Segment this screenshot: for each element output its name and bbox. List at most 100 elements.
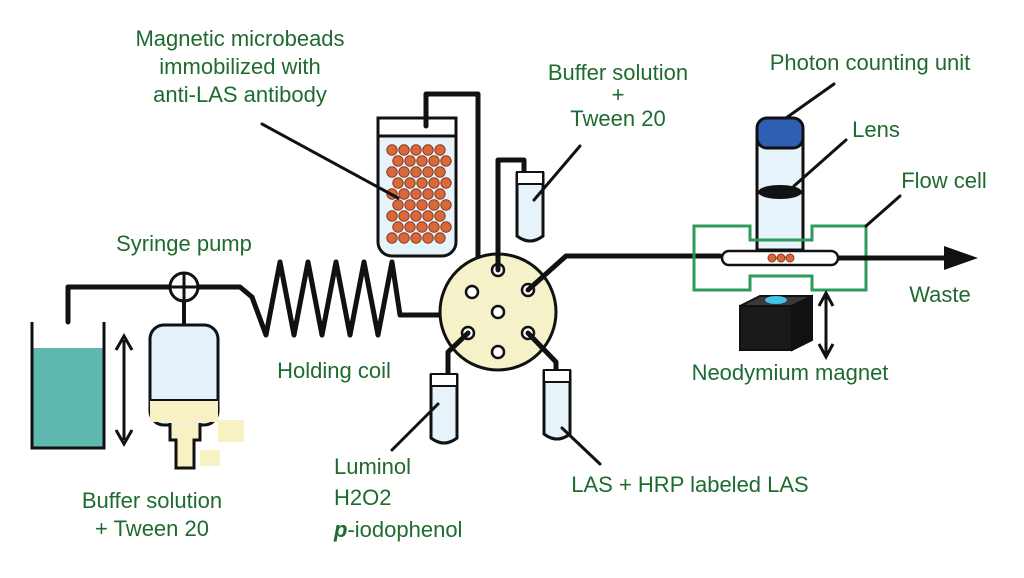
svg-text:Buffer solution: Buffer solution: [82, 488, 222, 513]
lens-label: Lens: [852, 117, 900, 142]
microbead: [440, 221, 452, 233]
holding-coil-label: Holding coil: [277, 358, 391, 383]
microbead: [440, 199, 452, 211]
pump-to-coil-tubing: [195, 284, 255, 300]
microbead: [422, 144, 434, 156]
buffer-bottom-label: Buffer solution + Tween 20: [82, 488, 222, 541]
microbead: [392, 221, 404, 233]
svg-text:Buffer solution: Buffer solution: [548, 60, 688, 85]
syringe-pump-valve: [168, 271, 200, 303]
lens-leader: [792, 138, 848, 188]
microbead: [428, 177, 440, 189]
microbead: [416, 177, 428, 189]
microbead: [422, 188, 434, 200]
svg-text:p-iodophenol: p-iodophenol: [333, 517, 462, 542]
svg-text:anti-LAS antibody: anti-LAS antibody: [153, 82, 327, 107]
microbead: [404, 155, 416, 167]
las-tube: [542, 369, 572, 441]
buffer-reservoir: [30, 322, 106, 450]
photon-leader: [784, 82, 836, 120]
svg-text:+: +: [612, 82, 625, 107]
lens: [758, 185, 802, 199]
magnetic-microbeads: [386, 144, 452, 244]
microbead: [392, 199, 404, 211]
svg-text:Luminol: Luminol: [334, 454, 411, 479]
microbead: [434, 144, 446, 156]
neodymium-magnet-label: Neodymium magnet: [692, 360, 889, 385]
reservoir-height-arrow: [114, 332, 134, 448]
valve-port-bottom: [490, 344, 506, 360]
microbead: [428, 155, 440, 167]
microbead: [434, 188, 446, 200]
microbead: [404, 177, 416, 189]
svg-text:immobilized with: immobilized with: [159, 54, 320, 79]
buffer-tube-top: [515, 171, 545, 243]
microbead: [392, 155, 404, 167]
microbead: [392, 177, 404, 189]
las-label: LAS + HRP labeled LAS: [571, 472, 808, 497]
waste-label: Waste: [909, 282, 971, 307]
microbead: [434, 166, 446, 178]
microbead: [410, 210, 422, 222]
luminol-leader: [390, 402, 440, 452]
valve-port-center: [490, 304, 506, 320]
neodymium-magnet: [739, 294, 813, 352]
flow-cell: [692, 224, 868, 292]
microbead: [386, 210, 398, 222]
microbead: [440, 177, 452, 189]
las-leader: [560, 426, 602, 466]
valve-to-flowcell-tubing: [525, 253, 723, 293]
microbead: [398, 188, 410, 200]
microbead: [398, 232, 410, 244]
photon-counting-unit: [755, 116, 805, 252]
svg-text:Tween 20: Tween 20: [570, 106, 665, 131]
syringe-pump-label: Syringe pump: [116, 231, 252, 256]
microbead: [428, 199, 440, 211]
microbead: [416, 155, 428, 167]
microbead: [404, 221, 416, 233]
flowcell-leader: [864, 194, 902, 228]
microbead: [422, 166, 434, 178]
valve-top-tubing: [495, 157, 527, 273]
svg-text:+ Tween 20: + Tween 20: [95, 516, 209, 541]
microbead: [440, 155, 452, 167]
multiport-valve: [438, 252, 558, 372]
luminol-label: Luminol H2O2 p-iodophenol: [333, 454, 462, 542]
microbead: [422, 210, 434, 222]
microbead: [416, 199, 428, 211]
waste-outlet: [838, 246, 978, 270]
microbead: [410, 166, 422, 178]
buffer-top-leader: [532, 144, 582, 202]
valve-las-tubing: [525, 330, 559, 375]
microbead: [428, 221, 440, 233]
microbead: [398, 166, 410, 178]
microbead: [386, 232, 398, 244]
flow-cell-label: Flow cell: [901, 168, 987, 193]
microbead: [434, 232, 446, 244]
svg-text:H2O2: H2O2: [334, 485, 391, 510]
microbeads-label: Magnetic microbeads immobilized with ant…: [135, 26, 344, 107]
svg-text:Magnetic microbeads: Magnetic microbeads: [135, 26, 344, 51]
microbead: [416, 221, 428, 233]
microbead: [410, 232, 422, 244]
photon-counting-label: Photon counting unit: [770, 50, 971, 75]
microbead: [404, 199, 416, 211]
microbead: [398, 210, 410, 222]
microbead-vessel: [376, 91, 481, 271]
microbead: [434, 210, 446, 222]
magnet-movement-arrow: [817, 289, 835, 361]
valve-port-top-left: [464, 284, 480, 300]
microbead: [410, 144, 422, 156]
inlet-tubing: [65, 284, 173, 325]
syringe: [148, 298, 244, 470]
microbead: [410, 188, 422, 200]
valve-luminol-tubing: [445, 330, 471, 378]
microbeads-leader: [260, 122, 400, 200]
luminol-tube: [429, 373, 459, 445]
microbead: [386, 144, 398, 156]
microbead: [386, 166, 398, 178]
microbead: [422, 232, 434, 244]
holding-coil: [249, 259, 465, 338]
buffer-top-label: Buffer solution + Tween 20: [548, 60, 688, 131]
